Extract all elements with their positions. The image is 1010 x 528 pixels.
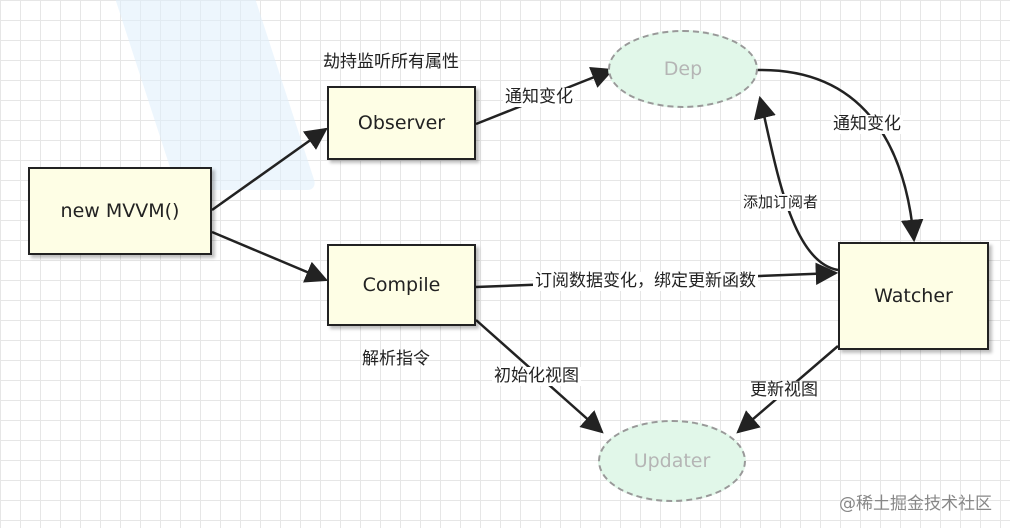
node-observer: Observer: [327, 86, 476, 160]
edge-watcher-to-dep: [753, 95, 839, 272]
label-parse-directives: 解析指令: [362, 349, 430, 369]
label-subscribe-data-change: 订阅数据变化，绑定更新函数: [533, 271, 758, 291]
edge-mvvm-to-compile: [211, 230, 329, 283]
node-compile: Compile: [327, 244, 476, 326]
edge-dep-to-watcher: [756, 68, 924, 243]
node-watcher: Watcher: [838, 242, 989, 350]
label-notify-change-observer: 通知变化: [503, 87, 575, 107]
edge-mvvm-to-observer: [211, 127, 328, 212]
label-init-view: 初始化视图: [492, 366, 581, 386]
label-notify-change-dep: 通知变化: [831, 114, 903, 134]
label-hijack-all-properties: 劫持监听所有属性: [323, 52, 459, 72]
node-dep: Dep: [608, 30, 758, 108]
label-add-subscriber: 添加订阅者: [741, 193, 821, 211]
node-updater: Updater: [598, 420, 746, 502]
node-new-mvvm: new MVVM(): [28, 167, 212, 255]
watermark-credit: @稀土掘金技术社区: [839, 494, 992, 514]
label-update-view: 更新视图: [748, 380, 820, 400]
